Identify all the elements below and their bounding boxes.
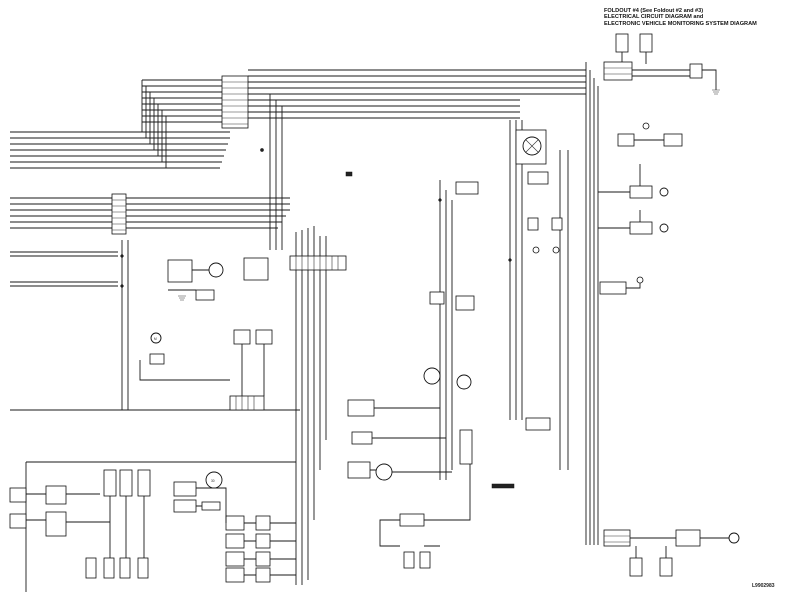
- top-bus-wires: [141, 62, 599, 545]
- vertical-buses: [121, 94, 569, 480]
- right-middle-connector: [599, 276, 644, 295]
- left-gauge-cluster: [167, 257, 269, 301]
- title-line-2: ELECTRICAL CIRCUIT DIAGRAM and: [604, 14, 704, 21]
- gauge-label-m: M: [154, 337, 157, 341]
- relay-group-center: [347, 291, 551, 569]
- connector-block-left: [111, 193, 290, 235]
- gauge-label-30: 30: [211, 479, 215, 483]
- connector-block-upper: [221, 75, 249, 129]
- figure-id: L9902983: [752, 583, 775, 589]
- title-line-3: ELECTRONIC VEHICLE MONITORING SYSTEM DIA…: [604, 20, 757, 27]
- center-module: [455, 129, 563, 254]
- title-block: FOLDOUT #4 (See Foldout #2 and #3) ELECT…: [604, 8, 790, 27]
- junction-markers: [120, 148, 515, 489]
- top-right-components: [598, 33, 720, 235]
- relay-group-left: [139, 329, 273, 411]
- bottom-right-components: [603, 529, 740, 577]
- bottom-left-panel: [9, 461, 296, 592]
- connector-block-center: [289, 226, 347, 585]
- title-line-1: FOLDOUT #4 (See Foldout #2 and #3): [604, 8, 704, 14]
